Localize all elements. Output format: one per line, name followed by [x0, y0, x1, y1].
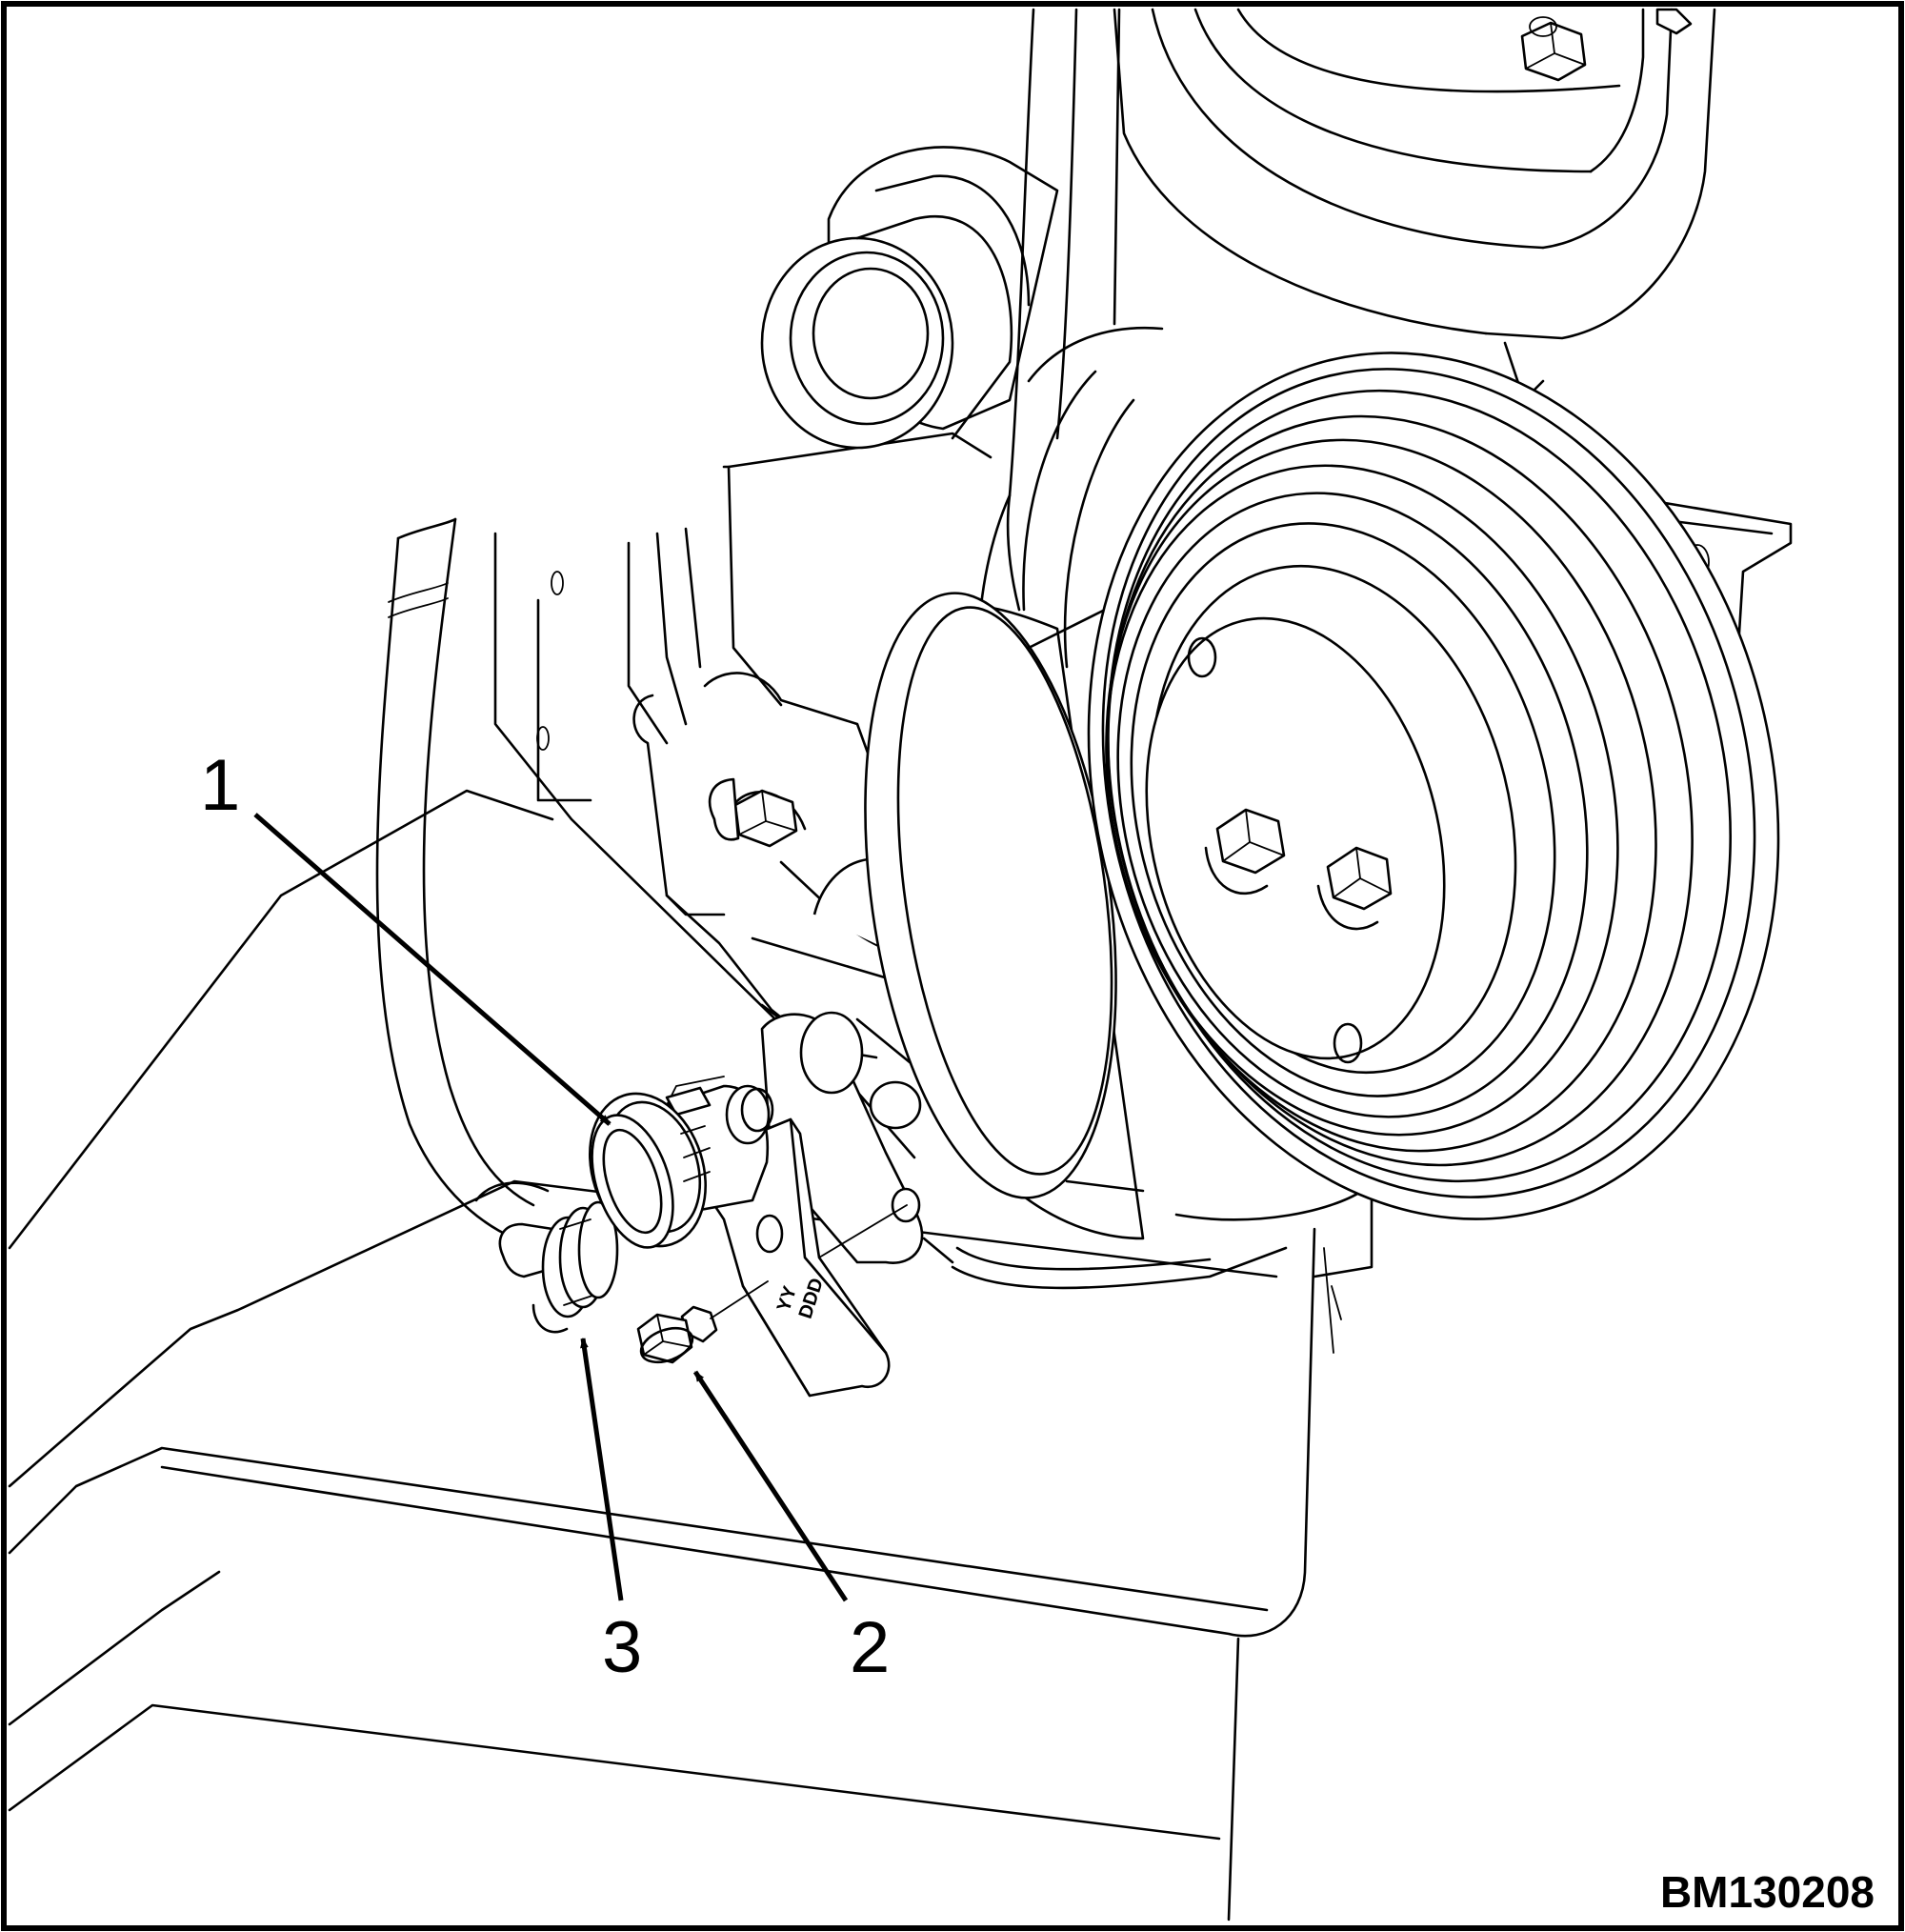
callout-2-leader — [692, 1370, 849, 1602]
sensor-assembly: YY DDD — [588, 1076, 891, 1398]
idler-pulley — [760, 146, 1059, 450]
leader-arrows — [253, 813, 849, 1602]
callout-2: 2 — [850, 1607, 890, 1688]
coolant-hose — [375, 517, 550, 1240]
hose-connector — [498, 1200, 619, 1334]
figure-id: BM130208 — [1660, 1867, 1875, 1917]
callout-3: 3 — [602, 1607, 642, 1688]
crank-pulley — [864, 326, 1780, 1240]
alignment-lines — [710, 1204, 908, 1319]
callout-3-leader — [580, 1337, 624, 1601]
callout-1-leader — [253, 813, 612, 1126]
callout-1: 1 — [200, 745, 240, 826]
upper-pulley — [1113, 8, 1716, 402]
mounting-bolt — [636, 1305, 718, 1364]
